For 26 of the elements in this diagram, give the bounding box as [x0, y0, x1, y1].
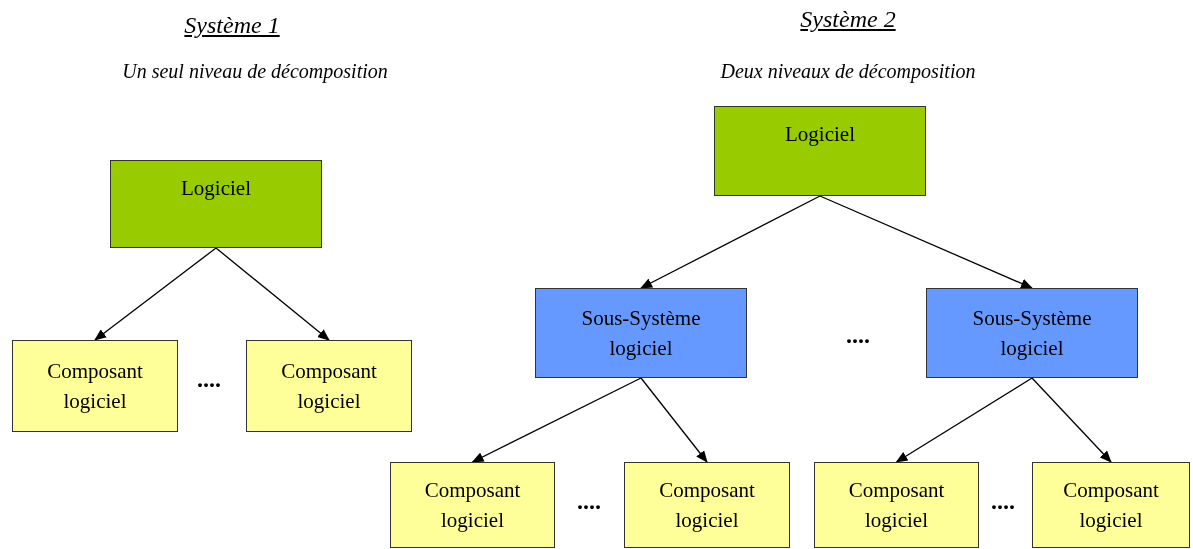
component-box: Composant logiciel [624, 462, 790, 548]
ellipsis: .... [197, 366, 221, 393]
subsystem-box: Sous-Système logiciel [926, 288, 1138, 378]
component-box: Composant logiciel [246, 340, 412, 432]
arrow [471, 377, 642, 463]
ellipsis: .... [577, 488, 601, 515]
subtitle: Deux niveaux de décomposition [720, 60, 976, 83]
subtitle: Un seul niveau de décomposition [122, 60, 388, 83]
system-title: Système 2 [800, 6, 896, 33]
arrow [819, 195, 1033, 289]
system-title: Système 1 [184, 12, 280, 39]
component-box: Composant logiciel [814, 462, 979, 548]
component-box: Composant logiciel [390, 462, 555, 548]
software-box: Logiciel [714, 106, 926, 196]
arrow [94, 247, 217, 341]
software-box: Logiciel [110, 160, 322, 248]
ellipsis: .... [846, 322, 870, 349]
arrow [1031, 377, 1112, 463]
arrow [640, 195, 821, 289]
arrow [215, 247, 330, 341]
component-box: Composant logiciel [1032, 462, 1190, 548]
ellipsis: .... [991, 488, 1015, 515]
arrow [640, 377, 708, 463]
subsystem-box: Sous-Système logiciel [535, 288, 747, 378]
arrow [895, 377, 1033, 463]
component-box: Composant logiciel [12, 340, 178, 432]
